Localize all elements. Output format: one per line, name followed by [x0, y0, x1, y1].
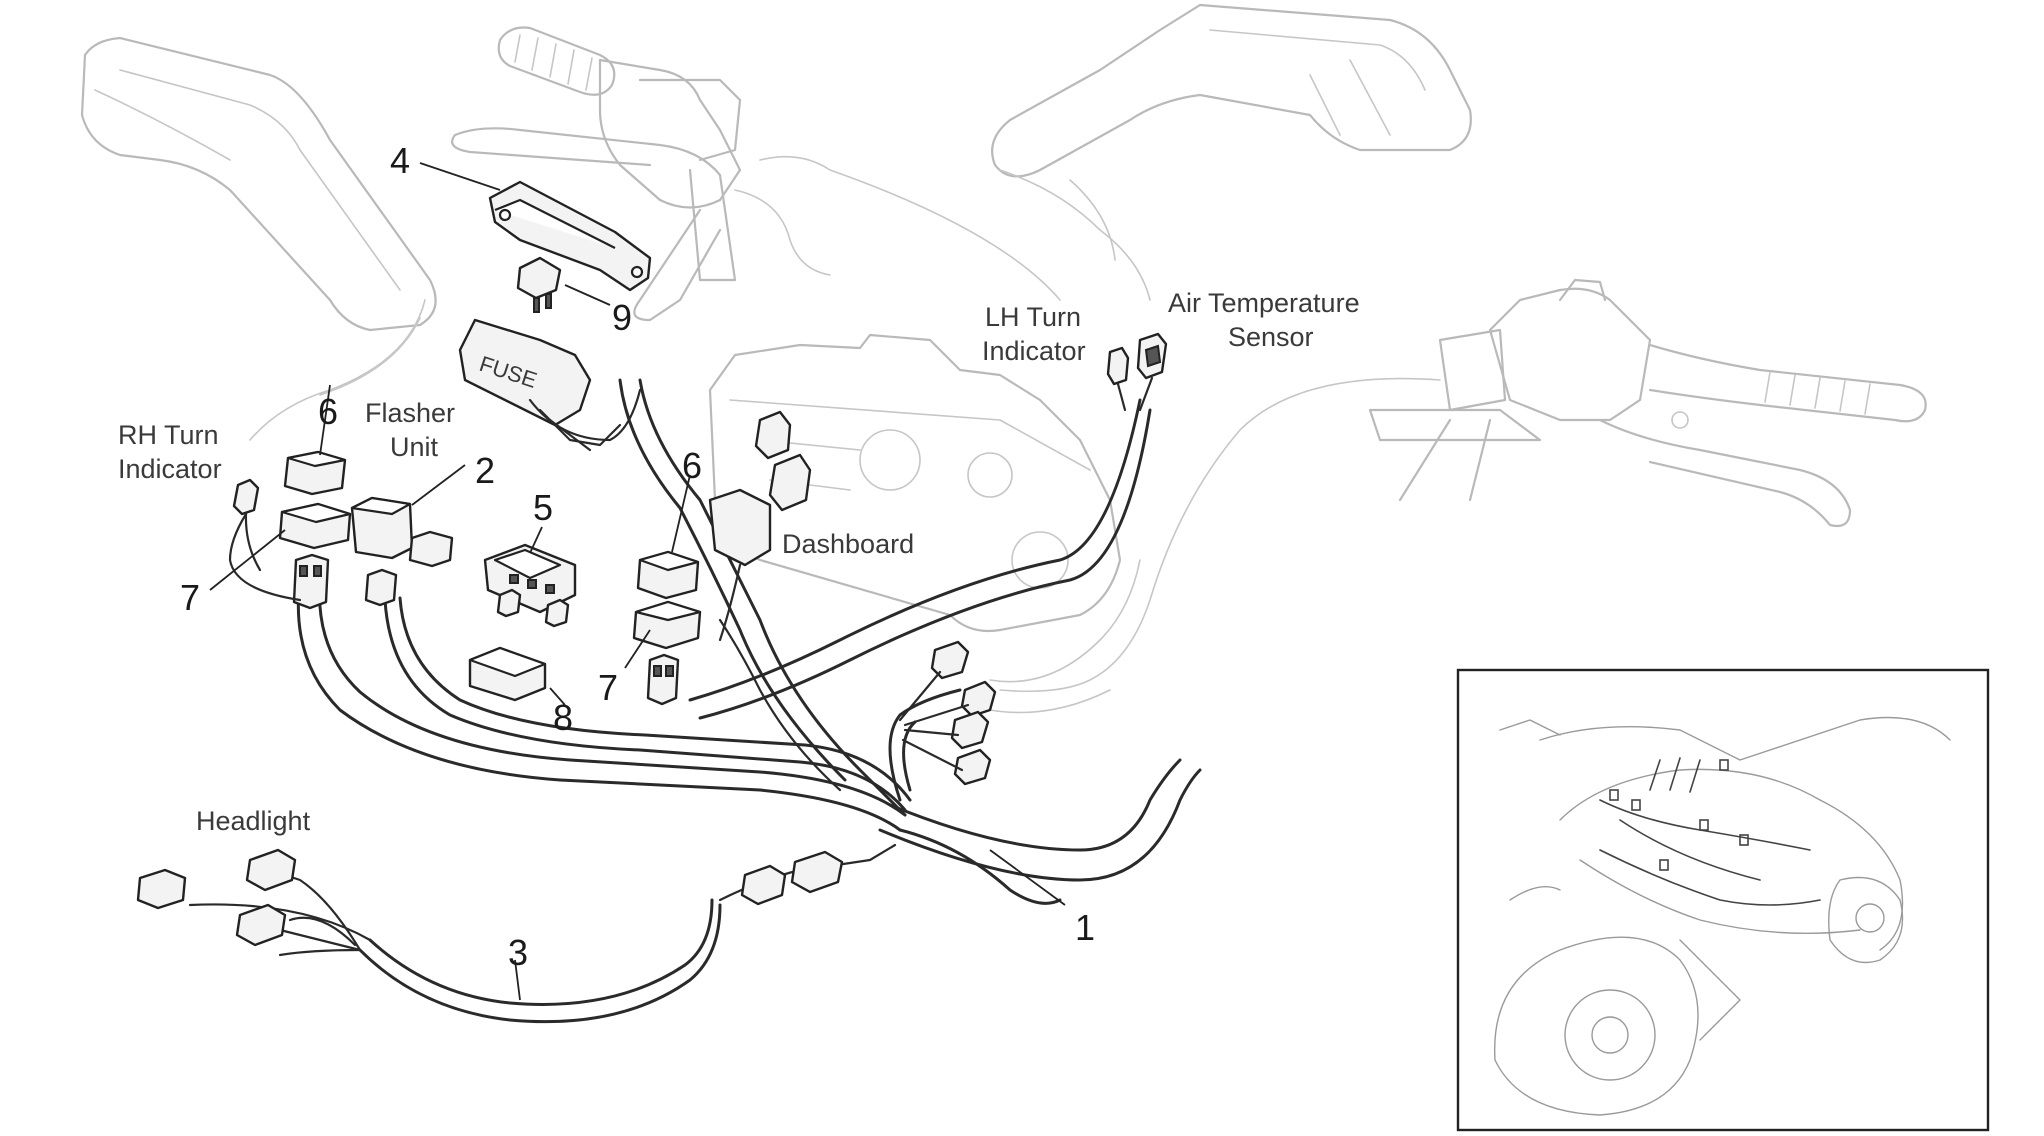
headlight-ghost-wires	[989, 559, 1141, 714]
relay-cover	[468, 646, 547, 702]
flasher-unit	[350, 496, 454, 568]
flasher-unit-label-line1: Flasher	[365, 398, 455, 428]
dashboard-label: Dashboard	[782, 529, 914, 559]
rh-turn-indicator-label-line1: RH Turn	[118, 420, 219, 450]
callout-1: 1	[1075, 907, 1095, 948]
air-temperature-sensor-label-line2: Sensor	[1228, 322, 1314, 352]
connector-right	[646, 653, 680, 706]
fuse-box-cover	[488, 180, 652, 292]
headlight-harness	[188, 843, 897, 1024]
callout-6-left: 6	[318, 391, 338, 432]
harness-connectors-center	[898, 640, 997, 786]
rh-mirror	[80, 36, 437, 441]
inset-overview	[1456, 668, 1990, 1132]
callout-3: 3	[508, 932, 528, 973]
leader-lines	[209, 162, 1066, 1001]
lh-turn-indicator-label-line1: LH Turn	[985, 302, 1081, 332]
right-handlebar-grip	[999, 278, 1927, 692]
callout-2: 2	[475, 450, 495, 491]
lh-mirror	[991, 3, 1472, 301]
relay-socket-right	[632, 600, 702, 650]
flasher-connector	[364, 568, 398, 607]
fuse	[516, 256, 562, 313]
relay-right	[636, 550, 700, 600]
flasher-unit-label-line2: Unit	[390, 432, 439, 462]
main-harness	[296, 378, 1202, 905]
callout-7-right: 7	[598, 667, 618, 708]
left-handlebar-grip	[451, 26, 1061, 322]
fuse-holder: FUSE	[458, 318, 642, 452]
callout-9: 9	[612, 297, 632, 338]
connector-left	[292, 553, 330, 610]
callout-8: 8	[553, 697, 573, 738]
dashboard-connectors	[708, 410, 812, 642]
relay-left	[283, 450, 347, 496]
headlight-connectors	[136, 848, 844, 947]
lh-turn-indicator-connector	[1106, 346, 1130, 412]
relay-module	[483, 543, 577, 628]
headlight-label: Headlight	[196, 806, 311, 836]
callout-6-right: 6	[682, 445, 702, 486]
callout-5: 5	[533, 487, 553, 528]
lh-turn-indicator-label-line2: Indicator	[982, 336, 1086, 366]
callout-7-left: 7	[180, 577, 200, 618]
rh-turn-indicator-connector	[228, 478, 302, 602]
relay-socket-left	[278, 502, 352, 550]
air-temperature-sensor	[1136, 332, 1168, 412]
air-temperature-sensor-label-line1: Air Temperature	[1168, 288, 1360, 318]
rh-turn-indicator-label-line2: Indicator	[118, 454, 222, 484]
callout-4: 4	[390, 140, 410, 181]
